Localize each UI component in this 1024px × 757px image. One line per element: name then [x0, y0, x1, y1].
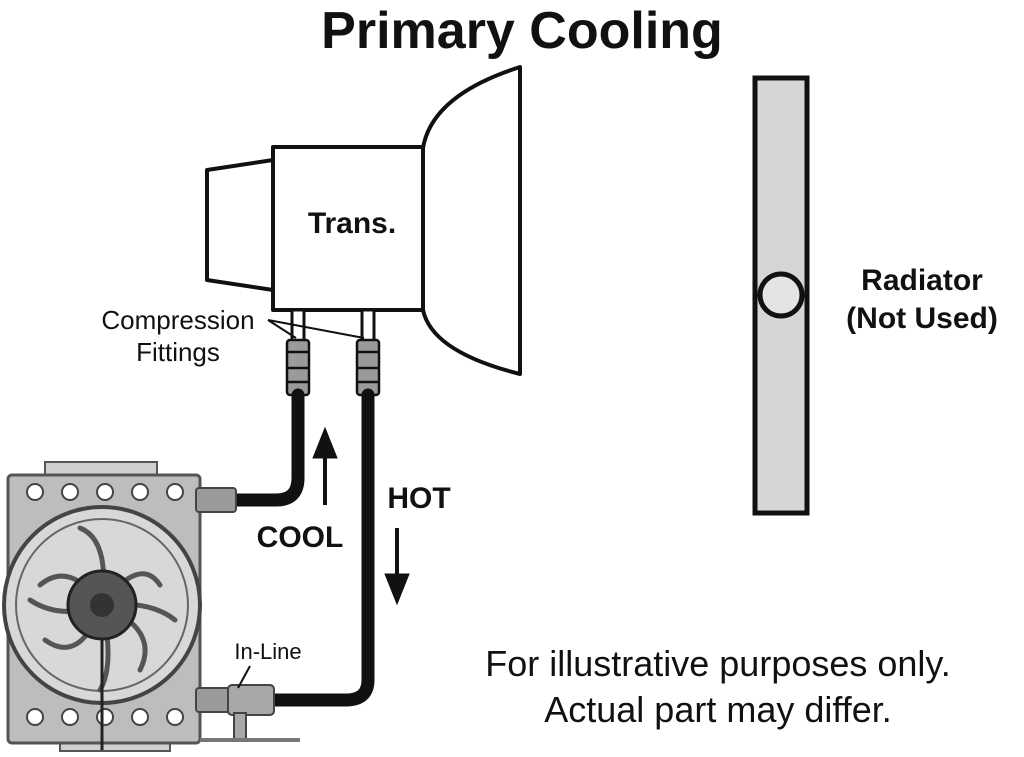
- fittings-label-line1: Compression: [101, 305, 254, 335]
- cooler-cool-fitting: [195, 487, 237, 513]
- cooler-bottom-bolts: [26, 708, 184, 726]
- oil-cooler: [2, 461, 202, 752]
- cool-flow-arrow: [312, 426, 338, 505]
- cooler-hoses: [225, 388, 375, 707]
- hot-hose: [265, 388, 375, 707]
- cool-label: COOL: [257, 521, 344, 554]
- radiator-port: [757, 271, 805, 319]
- inline-fitting-stem: [233, 712, 247, 742]
- radiator-label: Radiator: [861, 264, 983, 297]
- radiator: [752, 75, 810, 516]
- cooler-top-bolts: [26, 483, 184, 501]
- cooler-fan-hub-cap: [90, 593, 114, 617]
- hot-flow-arrow: [384, 528, 410, 606]
- transmission-label: Trans.: [308, 207, 396, 240]
- inline-leader-line: [237, 665, 251, 689]
- inline-fitting-body: [227, 684, 275, 716]
- fittings-leader-lines: [267, 319, 365, 339]
- fittings-label-line2: Fittings: [136, 337, 220, 367]
- compression-fittings: [285, 338, 381, 397]
- hot-label: HOT: [387, 482, 450, 515]
- disclaimer-line1: For illustrative purposes only.: [485, 643, 951, 684]
- cooler-fittings: [195, 487, 237, 713]
- diagram-title: Primary Cooling: [321, 2, 723, 60]
- inline-fitting: [200, 684, 300, 742]
- transmission-tail-housing: [205, 158, 275, 292]
- transmission: [205, 65, 522, 376]
- disclaimer-line2: Actual part may differ.: [544, 689, 892, 730]
- inline-label: In-Line: [234, 639, 301, 664]
- radiator-status-label: (Not Used): [846, 302, 998, 335]
- transmission-bell-housing: [421, 65, 522, 376]
- cool-hose: [225, 388, 305, 507]
